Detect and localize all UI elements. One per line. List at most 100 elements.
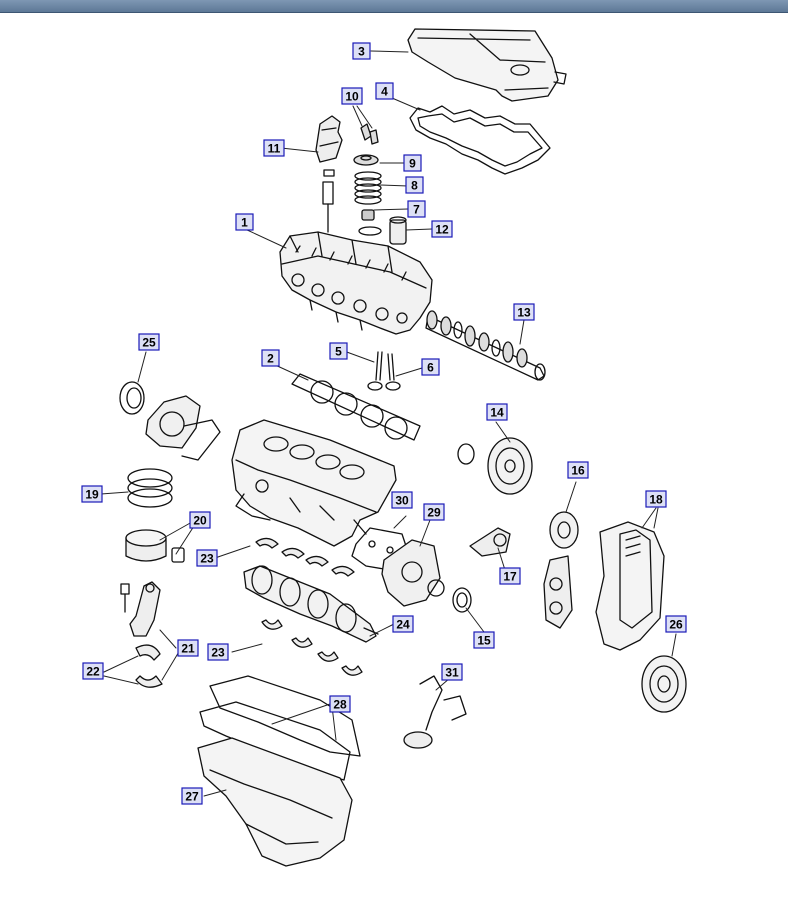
callout-number: 10 <box>345 90 359 104</box>
callout-box <box>473 631 495 649</box>
callout-5: 5 <box>329 342 348 360</box>
callout-3: 3 <box>352 42 371 60</box>
part-crankshaft <box>243 565 379 643</box>
callout-7: 7 <box>407 200 426 218</box>
callout-20: 20 <box>189 511 211 529</box>
callout-number: 11 <box>268 142 281 156</box>
callout-number: 4 <box>381 85 388 99</box>
part-valve-seal <box>358 209 382 236</box>
callout-box <box>645 490 667 508</box>
part-camshaft-sprocket <box>457 437 533 495</box>
callout-13: 13 <box>513 303 535 321</box>
callout-17: 17 <box>499 567 521 585</box>
callout-14: 14 <box>486 403 508 421</box>
callout-number: 1 <box>241 216 248 230</box>
part-valve-cover <box>407 28 567 102</box>
callout-number: 23 <box>211 646 225 660</box>
callout-number: 2 <box>267 352 274 366</box>
part-main-bearings-lower <box>261 619 363 676</box>
callout-number: 17 <box>503 570 517 584</box>
window-title-bar <box>0 0 788 13</box>
callout-number: 6 <box>427 361 434 375</box>
callout-number: 13 <box>517 306 531 320</box>
callout-box <box>407 200 426 218</box>
callout-box <box>261 349 280 367</box>
part-front-crank-seal <box>452 587 472 613</box>
part-valve-keepers <box>360 123 379 145</box>
part-crankshaft-rear-seal <box>119 381 145 415</box>
callout-8: 8 <box>405 176 424 194</box>
callout-box <box>196 549 218 567</box>
callout-box <box>189 511 211 529</box>
diagram-canvas: 1234567891011121314151617181920212223232… <box>81 28 687 867</box>
callout-box <box>423 503 445 521</box>
callout-leader-lines <box>100 50 677 797</box>
callout-10: 10 <box>341 87 363 105</box>
callout-11: 11 <box>263 139 285 157</box>
part-oil-pickup-tube <box>403 675 467 749</box>
callout-box <box>441 663 463 681</box>
callout-29: 29 <box>423 503 445 521</box>
part-rocker-arm <box>315 115 343 177</box>
callout-box <box>499 567 521 585</box>
callout-number: 5 <box>335 345 342 359</box>
part-head-gasket <box>291 373 421 441</box>
callout-box <box>391 491 413 509</box>
callout-box <box>235 213 254 231</box>
callout-box <box>177 639 199 657</box>
part-valve-spring <box>354 171 382 205</box>
callout-box <box>181 787 203 805</box>
callout-number: 19 <box>85 488 99 502</box>
callout-number: 12 <box>435 223 449 237</box>
callout-18: 18 <box>645 490 667 508</box>
callout-box <box>513 303 535 321</box>
callout-number: 30 <box>395 494 409 508</box>
part-cylinder-head <box>279 231 433 335</box>
part-piston-rings <box>127 468 173 508</box>
part-crankshaft-pulley <box>641 655 687 713</box>
callout-number: 27 <box>185 790 199 804</box>
callout-box <box>207 643 229 661</box>
part-rod-bearings <box>135 644 163 688</box>
callout-box <box>421 358 440 376</box>
callout-number: 9 <box>409 157 416 171</box>
callout-number: 25 <box>142 336 156 350</box>
callout-box <box>329 695 351 713</box>
part-valve-cover-gasket <box>409 105 551 175</box>
callout-24: 24 <box>392 615 414 633</box>
part-main-bearings-upper <box>255 537 355 577</box>
callout-number: 16 <box>571 464 585 478</box>
part-piston <box>125 529 185 563</box>
part-camshaft <box>425 310 546 381</box>
callout-box <box>329 342 348 360</box>
part-timing-belt-cover <box>595 521 665 651</box>
callout-number: 23 <box>200 552 214 566</box>
callout-box <box>405 176 424 194</box>
callout-box <box>82 662 104 680</box>
callout-27: 27 <box>181 787 203 805</box>
part-intake-exhaust-valves <box>367 351 401 391</box>
callout-number: 18 <box>649 493 663 507</box>
part-oil-pump <box>381 539 445 607</box>
callout-23b: 23 <box>207 643 229 661</box>
callout-6: 6 <box>421 358 440 376</box>
callout-box <box>341 87 363 105</box>
callout-box <box>665 615 687 633</box>
callout-31: 31 <box>441 663 463 681</box>
callout-number: 14 <box>490 406 504 420</box>
callout-number: 28 <box>333 698 347 712</box>
callout-28: 28 <box>329 695 351 713</box>
part-belt-tensioner <box>469 527 511 557</box>
callout-19: 19 <box>81 485 103 503</box>
part-cylinder-block <box>231 419 397 547</box>
callout-15: 15 <box>473 631 495 649</box>
callout-box <box>392 615 414 633</box>
callout-number: 24 <box>396 618 410 632</box>
callout-12: 12 <box>431 220 453 238</box>
callout-number: 15 <box>477 634 491 648</box>
callout-26: 26 <box>665 615 687 633</box>
callout-2: 2 <box>261 349 280 367</box>
callout-box <box>486 403 508 421</box>
callout-number: 29 <box>427 506 441 520</box>
callout-box <box>431 220 453 238</box>
